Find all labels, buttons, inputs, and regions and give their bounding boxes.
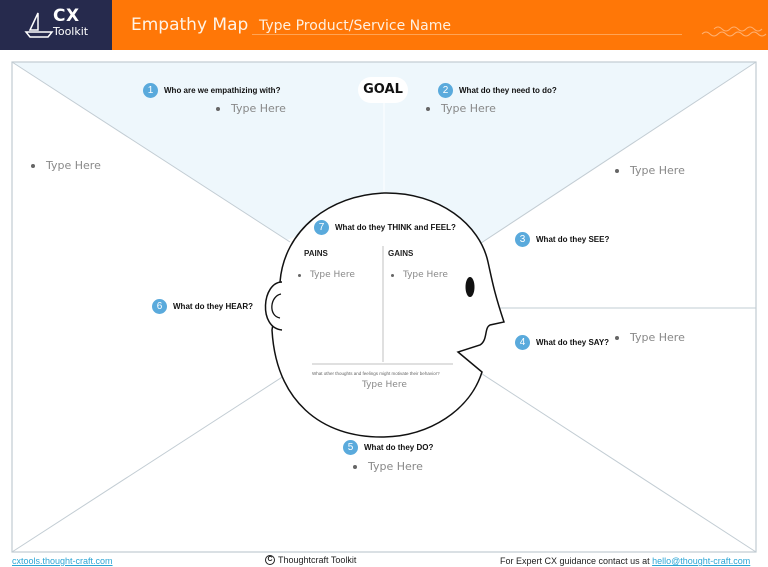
bullet-icon xyxy=(216,106,220,111)
section-4-badge: 4 xyxy=(515,335,530,350)
section-1-entry-left-text[interactable]: Type Here xyxy=(46,159,101,172)
bullet-icon xyxy=(391,273,394,277)
bullet-icon xyxy=(31,163,35,168)
section-2-label: 2 What do they need to do? xyxy=(438,83,557,98)
page-title: Empathy Map xyxy=(131,15,249,35)
bullet-icon xyxy=(615,168,619,173)
section-3-question: What do they SEE? xyxy=(536,235,610,244)
logo-text-cx: CX xyxy=(53,6,80,26)
header-bar: CX Toolkit Empathy Map Type Product/Serv… xyxy=(0,0,768,50)
section-1-label: 1 Who are we empathizing with? xyxy=(143,83,280,98)
section-7-label: 7 What do they THINK and FEEL? xyxy=(314,220,456,235)
bullet-icon xyxy=(353,464,357,469)
divider-top-left xyxy=(11,61,291,243)
section-2-entry-right[interactable]: Type Here xyxy=(615,164,685,177)
logo[interactable]: CX Toolkit xyxy=(0,0,112,50)
waves-icon xyxy=(701,26,767,37)
gains-heading: GAINS xyxy=(388,249,414,258)
logo-text-toolkit: Toolkit xyxy=(53,25,89,38)
site-link[interactable]: cxtools.thought-craft.com xyxy=(12,556,113,566)
other-thoughts-question: What other thoughts and feelings might m… xyxy=(312,371,440,376)
section-5-label: 5 What do they DO? xyxy=(343,440,433,455)
contact-line: For Expert CX guidance contact us at hel… xyxy=(500,556,750,566)
section-7-question: What do they THINK and FEEL? xyxy=(335,223,456,232)
divider-bottom-right xyxy=(475,369,757,553)
section-3-badge: 3 xyxy=(515,232,530,247)
map-frame xyxy=(11,61,757,553)
head-outline xyxy=(271,192,505,438)
other-thoughts-entry[interactable]: Type Here xyxy=(362,380,407,390)
pains-entry[interactable]: Type Here xyxy=(298,270,355,280)
ear-icon xyxy=(264,281,283,331)
section-1-entry-text[interactable]: Type Here xyxy=(231,102,286,115)
divider-bottom-left xyxy=(11,371,291,553)
section-4-entry-text[interactable]: Type Here xyxy=(630,331,685,344)
copyright-text: Thoughtcraft Toolkit xyxy=(278,555,357,565)
product-name-input[interactable]: Type Product/Service Name xyxy=(259,18,451,34)
sailboat-icon xyxy=(24,12,54,38)
section-1-entry[interactable]: Type Here xyxy=(216,102,286,115)
contact-email-link[interactable]: hello@thought-craft.com xyxy=(652,556,751,566)
section-6-badge: 6 xyxy=(152,299,167,314)
gains-entry-text[interactable]: Type Here xyxy=(403,270,448,280)
section-4-label: 4 What do they SAY? xyxy=(515,335,609,350)
section-2-question: What do they need to do? xyxy=(459,86,557,95)
section-2-entry-text[interactable]: Type Here xyxy=(441,102,496,115)
section-6-question: What do they HEAR? xyxy=(173,302,253,311)
copyright-icon: C xyxy=(265,555,275,565)
section-7-badge: 7 xyxy=(314,220,329,235)
section-4-question: What do they SAY? xyxy=(536,338,610,347)
product-name-underline xyxy=(252,34,682,35)
goal-label: GOAL xyxy=(358,77,408,103)
section-2-entry[interactable]: Type Here xyxy=(426,102,496,115)
section-5-entry[interactable]: Type Here xyxy=(353,460,423,473)
section-4-entry[interactable]: Type Here xyxy=(615,331,685,344)
pains-heading: PAINS xyxy=(304,249,328,258)
pains-entry-text[interactable]: Type Here xyxy=(310,270,355,280)
section-1-badge: 1 xyxy=(143,83,158,98)
section-5-question: What do they DO? xyxy=(364,443,434,452)
section-2-entry-right-text[interactable]: Type Here xyxy=(630,164,685,177)
eye-icon xyxy=(465,277,475,297)
section-6-label: 6 What do they HEAR? xyxy=(152,299,253,314)
copyright: C Thoughtcraft Toolkit xyxy=(265,555,356,565)
bullet-icon xyxy=(298,273,301,277)
section-1-question: Who are we empathizing with? xyxy=(164,86,281,95)
section-3-label: 3 What do they SEE? xyxy=(515,232,609,247)
section-5-entry-text[interactable]: Type Here xyxy=(368,460,423,473)
section-1-entry-left[interactable]: Type Here xyxy=(31,159,101,172)
section-2-badge: 2 xyxy=(438,83,453,98)
bullet-icon xyxy=(426,106,430,111)
contact-text: For Expert CX guidance contact us at xyxy=(500,556,653,566)
section-5-badge: 5 xyxy=(343,440,358,455)
divider-top-right xyxy=(474,61,757,248)
gains-entry[interactable]: Type Here xyxy=(391,270,448,280)
bullet-icon xyxy=(615,335,619,340)
